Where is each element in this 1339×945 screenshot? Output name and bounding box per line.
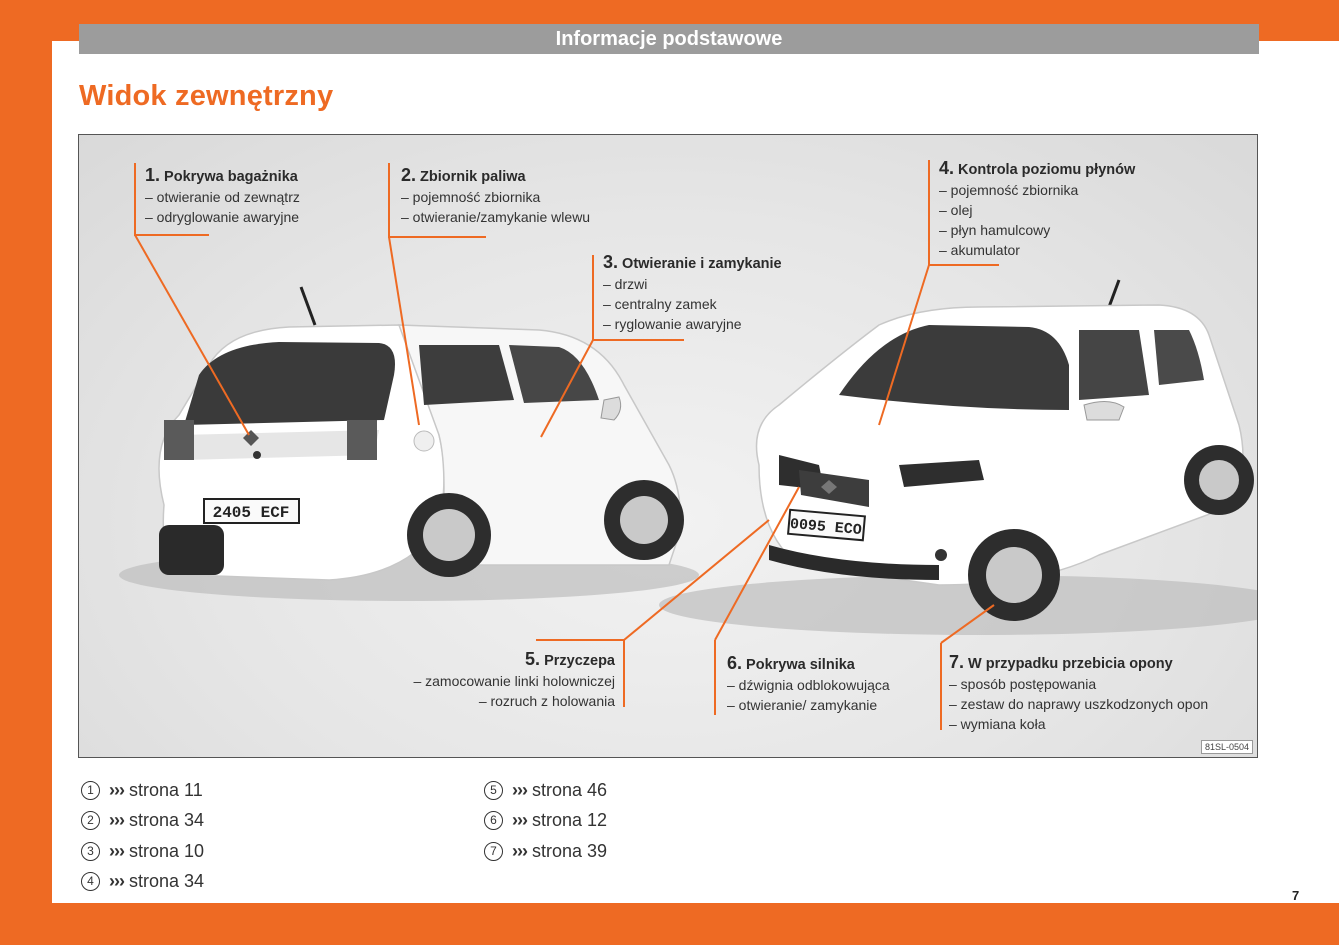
ref-arrow-icon: ›››: [109, 840, 125, 861]
ref-arrow-icon: ›››: [109, 871, 125, 892]
ref-arrow-icon: ›››: [109, 810, 125, 831]
callout-3-title: Otwieranie i zamykanie: [622, 256, 782, 272]
figure-code: 81SL-0504: [1200, 740, 1253, 754]
callout-6-item: – dźwignia odblokowująca: [727, 677, 890, 693]
callout-3-item: – centralny zamek: [603, 296, 717, 312]
ref-item: 6 ››› strona 12: [484, 806, 607, 837]
callout-4-title: Kontrola poziomu płynów: [958, 162, 1136, 178]
ref-number: 1: [81, 780, 100, 800]
ref-arrow-icon: ›››: [512, 779, 528, 800]
callout-pointer-7: [940, 604, 995, 644]
callout-1-item: – otwieranie od zewnątrz: [145, 189, 300, 205]
front-car-shadow: [659, 575, 1257, 635]
refs-column-left: 1 ››› strona 11 2 ››› strona 34 3 ››› st…: [81, 775, 204, 897]
ref-item: 2 ››› strona 34: [81, 806, 204, 837]
callout-1-number: 1.: [145, 165, 161, 185]
callout-2-title: Zbiornik paliwa: [420, 169, 526, 185]
callout-2-number: 2.: [401, 165, 417, 185]
callout-pointer-4: [878, 264, 930, 426]
rear-car: 2405 ECF: [158, 286, 684, 581]
exterior-figure: 2405 ECF 0095 ECO: [78, 134, 1258, 758]
callout-4-item: – pojemność zbiornika: [939, 182, 1079, 198]
callout-5: 5. Przyczepa – zamocowanie linki holowni…: [413, 649, 615, 711]
callout-6-number: 6.: [727, 653, 743, 673]
callout-6-title: Pokrywa silnika: [746, 657, 855, 673]
ref-number: 7: [484, 841, 503, 861]
callout-3-number: 3.: [603, 252, 619, 272]
callout-5-item: – rozruch z holowania: [478, 693, 615, 709]
rear-plate-text: 2405 ECF: [213, 504, 290, 522]
section-header: Informacje podstawowe: [79, 24, 1259, 54]
callout-7: 7. W przypadku przebicia opony – sposób …: [949, 652, 1208, 734]
page-ref-link[interactable]: strona 12: [531, 810, 608, 831]
callout-7-title: W przypadku przebicia opony: [968, 656, 1173, 672]
callout-pointer-1: [134, 234, 250, 436]
callout-6: 6. Pokrywa silnika – dźwignia odblokowuj…: [727, 653, 890, 715]
ref-number: 3: [81, 841, 100, 861]
ref-number: 4: [81, 872, 100, 892]
page-ref-link[interactable]: strona 39: [531, 840, 608, 861]
front-car: 0095 ECO: [755, 279, 1254, 621]
callout-3-item: – ryglowanie awaryjne: [603, 316, 742, 332]
callout-1-title: Pokrywa bagażnika: [164, 169, 298, 185]
page-number: 7: [1292, 888, 1300, 903]
page-ref-link[interactable]: strona 10: [128, 840, 205, 861]
ref-arrow-icon: ›››: [109, 779, 125, 800]
callout-5-number: 5.: [525, 649, 541, 669]
page-ref-link[interactable]: strona 46: [531, 779, 608, 800]
callout-2-item: – otwieranie/zamykanie wlewu: [401, 209, 591, 225]
callout-7-number: 7.: [949, 652, 965, 672]
callout-lines: [134, 160, 999, 730]
callout-7-item: – sposób postępowania: [949, 676, 1097, 692]
callout-5-title: Przyczepa: [544, 653, 615, 669]
front-plate: [787, 508, 866, 542]
ref-arrow-icon: ›››: [512, 840, 528, 861]
callout-6-item: – otwieranie/ zamykanie: [727, 697, 878, 713]
callout-1: 1. Pokrywa bagażnika – otwieranie od zew…: [145, 165, 300, 227]
front-plate-text: 0095 ECO: [789, 516, 862, 539]
refs-column-right: 5 ››› strona 46 6 ››› strona 12 7 ››› st…: [484, 775, 607, 867]
callout-3-item: – drzwi: [603, 276, 648, 292]
callout-2: 2. Zbiornik paliwa – pojemność zbiornika…: [401, 165, 590, 227]
callout-pointer-6: [714, 486, 800, 641]
rear-plate: [203, 498, 300, 524]
ref-item: 1 ››› strona 11: [81, 775, 204, 806]
page-ref-link[interactable]: strona 11: [128, 779, 203, 800]
callout-4: 4. Kontrola poziomu płynów – pojemność z…: [939, 158, 1135, 260]
callout-3: 3. Otwieranie i zamykanie – drzwi – cent…: [603, 252, 782, 334]
callout-7-item: – wymiana koła: [949, 716, 1046, 732]
ref-arrow-icon: ›››: [512, 810, 528, 831]
cars-illustration: 2405 ECF 0095 ECO: [119, 160, 1257, 730]
callout-pointer-2: [388, 236, 420, 426]
callout-2-item: – pojemność zbiornika: [401, 189, 541, 205]
callout-1-item: – odryglowanie awaryjne: [145, 209, 300, 225]
section-title: Informacje podstawowe: [555, 28, 783, 50]
callout-4-item: – olej: [939, 202, 973, 218]
ref-item: 7 ››› strona 39: [484, 836, 607, 867]
ref-number: 2: [81, 811, 100, 831]
callout-4-item: – płyn hamulcowy: [939, 222, 1051, 238]
ref-number: 6: [484, 811, 503, 831]
page-ref-link[interactable]: strona 34: [128, 810, 205, 831]
callout-pointer-3: [540, 339, 594, 438]
page-title: Widok zewnętrzny: [79, 80, 334, 112]
page-ref-link[interactable]: strona 34: [128, 871, 205, 892]
ref-item: 3 ››› strona 10: [81, 836, 204, 867]
ref-item: 5 ››› strona 46: [484, 775, 607, 806]
callout-5-item: – zamocowanie linki holowniczej: [413, 673, 615, 689]
ref-item: 4 ››› strona 34: [81, 867, 204, 898]
ref-number: 5: [484, 780, 503, 800]
callout-7-item: – zestaw do naprawy uszkodzonych opon: [949, 696, 1209, 712]
callout-4-number: 4.: [939, 158, 955, 178]
callout-pointer-5: [623, 519, 770, 641]
callout-4-item: – akumulator: [939, 242, 1020, 258]
